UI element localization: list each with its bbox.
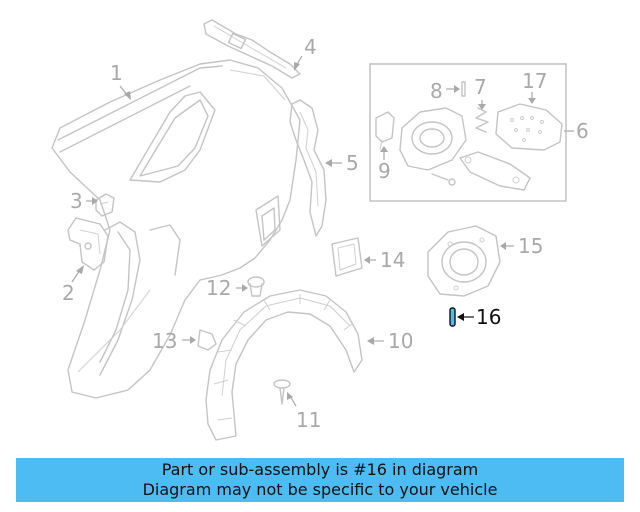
part-2-bracket [67, 217, 109, 271]
svg-text:15: 15 [518, 234, 543, 258]
part-11-screw [273, 379, 291, 405]
svg-text:9: 9 [378, 159, 391, 183]
svg-text:13: 13 [152, 329, 177, 353]
callout-9: 9 [378, 146, 391, 183]
svg-text:4: 4 [304, 35, 317, 59]
banner-line-part-number: Part or sub-assembly is #16 in diagram [161, 460, 479, 479]
part-6-assembly-box [369, 63, 567, 202]
callout-8: 8 [430, 79, 460, 103]
callout-12: 12 [206, 276, 248, 300]
callout-15: 15 [500, 234, 543, 258]
svg-text:16: 16 [476, 305, 501, 329]
part-5-reinforcement [289, 99, 327, 237]
svg-text:3: 3 [70, 189, 83, 213]
callout-16-highlighted: 16 [457, 305, 501, 329]
part-12-clip [247, 276, 265, 297]
svg-text:5: 5 [346, 151, 359, 175]
callout-14: 14 [364, 248, 405, 272]
svg-text:7: 7 [474, 75, 487, 99]
callout-17: 17 [522, 69, 547, 104]
svg-text:17: 17 [522, 69, 547, 93]
svg-text:6: 6 [576, 119, 589, 143]
part-3-clip [95, 193, 115, 217]
svg-text:2: 2 [62, 281, 75, 305]
svg-text:11: 11 [296, 408, 321, 432]
callout-10: 10 [367, 329, 413, 353]
part-14-pad [331, 237, 363, 277]
callout-1: 1 [110, 61, 131, 100]
part-4-rail [203, 19, 301, 79]
svg-text:12: 12 [206, 276, 231, 300]
callout-2: 2 [62, 265, 84, 305]
callout-3: 3 [70, 189, 98, 213]
parts-diagram: 1 2 3 4 5 6 7 8 9 [51, 19, 589, 441]
info-banner: Part or sub-assembly is #16 in diagram D… [16, 458, 624, 502]
svg-text:1: 1 [110, 61, 123, 85]
part-15-filler-pocket [427, 225, 501, 297]
svg-text:14: 14 [380, 248, 405, 272]
part-16-pin [449, 307, 456, 327]
banner-line-disclaimer: Diagram may not be specific to your vehi… [142, 480, 498, 499]
callout-7: 7 [474, 75, 487, 110]
svg-text:10: 10 [388, 329, 413, 353]
callout-6: 6 [564, 119, 589, 143]
callout-5: 5 [325, 151, 359, 175]
part-10-wheelhouse-liner [205, 289, 363, 441]
part-1-quarter-panel [51, 59, 301, 399]
callout-13: 13 [152, 329, 196, 353]
callout-11: 11 [287, 392, 321, 432]
svg-text:8: 8 [430, 79, 443, 103]
part-13-plug [197, 329, 217, 351]
callout-4: 4 [294, 35, 317, 71]
